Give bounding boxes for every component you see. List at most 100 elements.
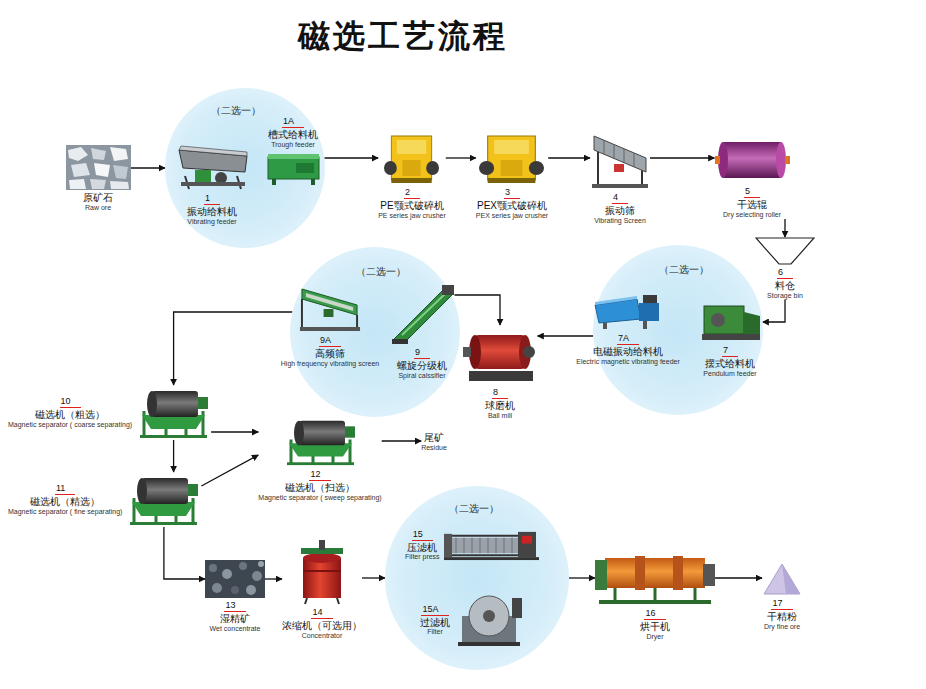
english-name: Filter press: [405, 553, 440, 561]
label-group: 尾矿Residue: [421, 432, 447, 452]
callout-number: 8: [492, 387, 508, 399]
english-name: PE series jaw crusher: [378, 212, 446, 220]
equipment-name: PEX颚式破碎机: [477, 200, 547, 212]
equipment-name: 原矿石: [83, 192, 113, 204]
equipment-name: 振动给料机: [187, 206, 237, 218]
flow-arrow: [174, 312, 293, 385]
equipment-picture: [590, 128, 650, 190]
equipment-name: 摆式给料机: [705, 358, 755, 370]
flow-arrow: [455, 295, 501, 325]
equipment-picture: [136, 385, 211, 440]
english-name: Wet concentrate: [210, 625, 261, 633]
equipment-picture: [205, 560, 265, 598]
callout-number: 12: [309, 469, 330, 481]
label-group: 9螺旋分级机Spiral calssifier: [397, 347, 447, 380]
equipment-name: 烘干机: [640, 621, 670, 633]
equipment-node: 1A槽式给料机Trough feeder: [266, 116, 321, 186]
label-group: 15压滤机Filter press: [405, 529, 440, 562]
english-name: Vibrating Screen: [594, 217, 646, 225]
label-group: 17干精粉Dry fine ore: [764, 598, 800, 631]
equipment-name: 磁选机（扫选）: [285, 482, 355, 494]
english-name: Raw ore: [85, 204, 111, 212]
callout-number: 4: [612, 192, 628, 204]
equipment-node: 10磁选机（粗选）Magnetic separator ( coarse sep…: [8, 385, 211, 440]
label-group: 7A电磁振动给料机Electric magnetic vibrating fee…: [576, 333, 680, 366]
flow-arrow: [715, 577, 762, 578]
flow-arrow: [763, 300, 785, 322]
equipment-picture: [298, 283, 362, 333]
label-group: 1振动给料机Vibrating feeder: [187, 193, 237, 226]
equipment-picture: [698, 298, 763, 343]
residue-label: 尾矿Residue: [421, 430, 447, 452]
equipment-node: 4振动筛Vibrating Screen: [590, 128, 650, 225]
label-group: 1A槽式给料机Trough feeder: [268, 116, 318, 149]
english-name: Dry fine ore: [764, 623, 800, 631]
english-name: Dry selecting roller: [723, 211, 781, 219]
equipment-picture: [479, 130, 544, 185]
equipment-node: 11磁选机（精选）Magnetic separator ( fine separ…: [8, 472, 201, 527]
flow-arrow: [173, 440, 174, 472]
callout-number: 1: [204, 193, 220, 205]
equipment-node: 6料仓Storage bin: [755, 237, 815, 300]
english-name: Vibrating feeder: [187, 218, 236, 226]
english-name: Filter: [427, 628, 443, 636]
equipment-node: 15压滤机Filter press: [405, 528, 539, 562]
equipment-picture: [266, 151, 321, 186]
english-name: Magnetic separator ( coarse separating): [8, 421, 132, 429]
label-group: 13湿精矿Wet concentrate: [210, 600, 261, 633]
equipment-node: 16烘干机Dryer: [595, 550, 715, 641]
english-name: Trough feeder: [271, 141, 315, 149]
raw-ore: 原矿石Raw ore: [66, 145, 131, 212]
label-group: 10磁选机（粗选）Magnetic separator ( coarse sep…: [8, 396, 132, 429]
equipment-name: 压滤机: [407, 542, 437, 554]
label-group: 7摆式给料机Pendulum feeder: [703, 345, 756, 378]
equipment-name: 浓缩机（可选用）: [282, 620, 362, 632]
english-name: Magnetic separator ( sweep separating): [258, 494, 381, 502]
equipment-name: PE颚式破碎机: [380, 200, 443, 212]
equipment-node: 9螺旋分级机Spiral calssifier: [390, 285, 455, 380]
equipment-picture: [126, 472, 201, 527]
equipment-name: 过滤机: [420, 617, 450, 629]
callout-number: 17: [771, 598, 792, 610]
english-name: Spiral calssifier: [398, 372, 445, 380]
equipment-name: 电磁振动给料机: [593, 346, 663, 358]
equipment-node: 14浓缩机（可选用）Concentrator: [282, 540, 362, 640]
equipment-picture: [762, 562, 802, 596]
callout-number: 16: [644, 608, 665, 620]
equipment-name: 球磨机: [485, 400, 515, 412]
flow-arrow: [265, 578, 282, 579]
flow-arrow: [446, 157, 476, 158]
flow-arrow: [211, 431, 258, 432]
equipment-name: 振动筛: [605, 205, 635, 217]
callout-number: 13: [224, 600, 245, 612]
callout-number: 7: [722, 345, 738, 357]
equipment-node: 8球磨机Ball mill: [463, 325, 538, 420]
flow-arrow: [324, 157, 378, 158]
equipment-name: 干选辊: [737, 199, 767, 211]
choice-note: （二选一）: [659, 264, 709, 276]
english-name: Pendulum feeder: [703, 370, 756, 378]
english-name: Concentrator: [302, 632, 342, 640]
equipment-picture: [175, 136, 250, 191]
label-group: 12磁选机（扫选）Magnetic separator ( sweep sepa…: [258, 469, 381, 502]
equipment-picture: [66, 145, 131, 190]
choice-circle: （二选一）9A高频筛High frequency vibrating scree…: [290, 247, 460, 417]
label-group: 14浓缩机（可选用）Concentrator: [282, 607, 362, 640]
diagram-title: 磁选工艺流程: [298, 18, 508, 55]
flow-arrow: [548, 157, 590, 158]
equipment-node: 17干精粉Dry fine ore: [762, 562, 802, 631]
equipment-node: 7A电磁振动给料机Electric magnetic vibrating fee…: [576, 293, 680, 366]
label-group: 6料仓Storage bin: [767, 267, 803, 300]
equipment-name: 湿精矿: [220, 613, 250, 625]
flow-arrow: [201, 455, 258, 486]
label-group: 4振动筛Vibrating Screen: [594, 192, 646, 225]
equipment-name: 槽式给料机: [268, 129, 318, 141]
choice-circle: （二选一） 1A槽式给料机Trough feeder 1振动给料机Vibrating…: [165, 88, 325, 248]
equipment-node: 15A过滤机Filter: [420, 592, 524, 648]
choice-circle: （二选一）7A电磁振动给料机Electric magnetic vibratin…: [593, 245, 763, 415]
label-group: 9A高频筛High frequency vibrating screen: [281, 335, 379, 368]
choice-note: （二选一）: [211, 105, 261, 117]
label-group: 15A过滤机Filter: [420, 604, 450, 637]
english-name: Dryer: [646, 633, 663, 641]
equipment-node: 5干选辊Dry selecting roller: [715, 136, 790, 219]
